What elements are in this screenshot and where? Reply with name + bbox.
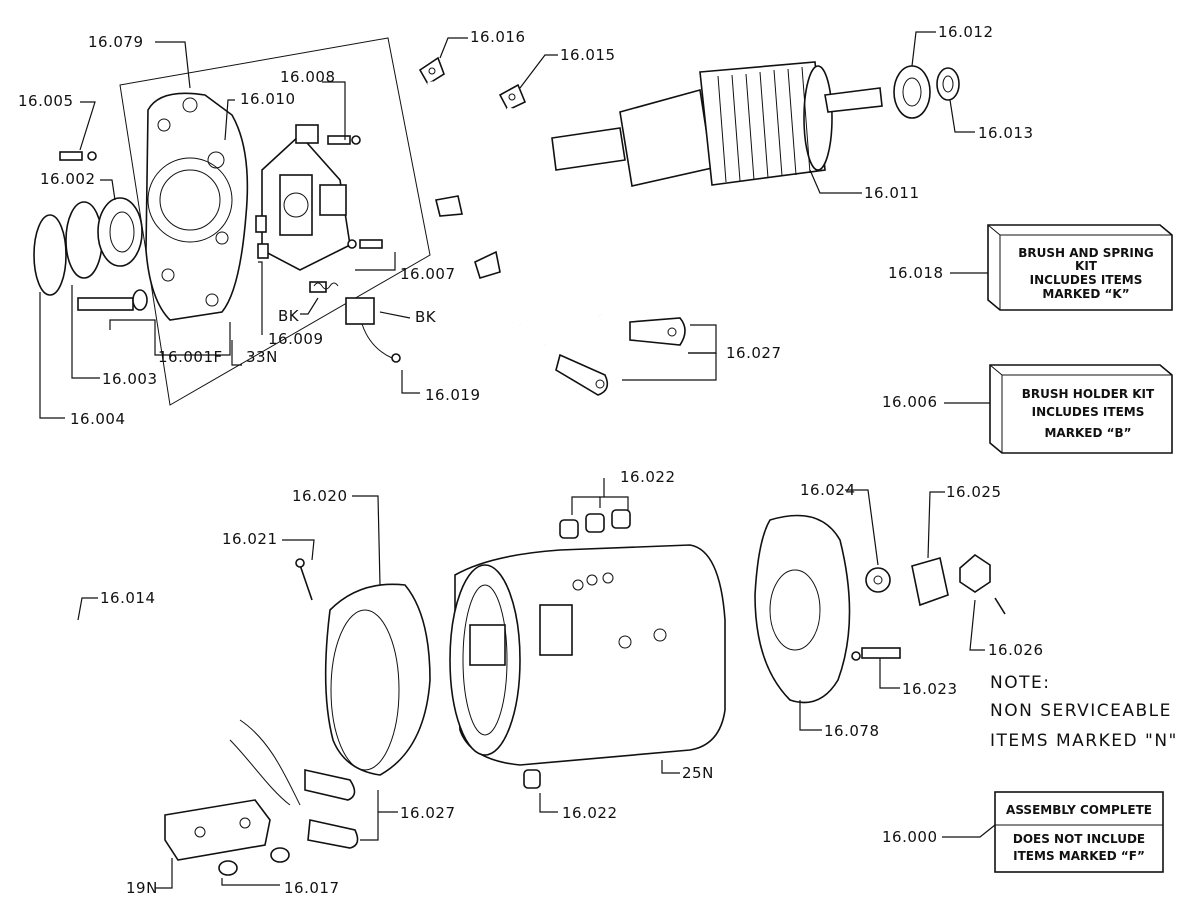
- label-16-079: 16.079: [88, 33, 144, 51]
- brush-spring-kit-box: BRUSH AND SPRING KIT INCLUDES ITEMS MARK…: [987, 224, 1173, 311]
- brush-holder-kit-line-3: MARKED “B”: [1044, 426, 1131, 440]
- label-16-013: 16.013: [978, 124, 1034, 142]
- label-16-019: 16.019: [425, 386, 481, 404]
- label-16-027-lower: 16.027: [400, 804, 456, 822]
- assembly-complete-box: ASSEMBLY COMPLETE DOES NOT INCLUDE ITEMS…: [994, 791, 1164, 873]
- label-16-027-upper: 16.027: [726, 344, 782, 362]
- label-16-014: 16.014: [100, 589, 156, 607]
- assembly-complete-title: ASSEMBLY COMPLETE: [1006, 803, 1152, 817]
- label-16-003: 16.003: [102, 370, 158, 388]
- label-16-002: 16.002: [40, 170, 96, 188]
- label-16-015: 16.015: [560, 46, 616, 64]
- note-heading: NOTE:: [990, 673, 1050, 693]
- label-16-007: 16.007: [400, 265, 456, 283]
- assembly-note-line-1: DOES NOT INCLUDE: [1013, 832, 1145, 846]
- field-coil: [59, 591, 398, 889]
- label-19n: 19N: [126, 879, 158, 897]
- label-16-008: 16.008: [280, 68, 336, 86]
- label-33n: 33N: [246, 348, 278, 366]
- armature: [551, 31, 975, 194]
- brush-holder-kit-line-2: INCLUDES ITEMS: [1032, 405, 1145, 419]
- wire-harness: [418, 37, 717, 396]
- brush-holder-kit-box: BRUSH HOLDER KIT INCLUDES ITEMS MARKED “…: [989, 364, 1173, 454]
- label-16-021: 16.021: [222, 530, 278, 548]
- label-16-024: 16.024: [800, 481, 856, 499]
- label-bk-left: BK: [278, 307, 300, 325]
- label-16-022-upper: 16.022: [620, 468, 676, 486]
- label-16-006: 16.006: [882, 393, 938, 411]
- label-16-018: 16.018: [888, 264, 944, 282]
- note-line-3: ITEMS MARKED "N": [990, 731, 1178, 751]
- label-16-025: 16.025: [946, 483, 1002, 501]
- label-16-000: 16.000: [882, 828, 938, 846]
- label-16-009: 16.009: [268, 330, 324, 348]
- label-16-026: 16.026: [988, 641, 1044, 659]
- assembly-note-line-2: ITEMS MARKED “F”: [1013, 849, 1145, 863]
- label-bk-right: BK: [415, 308, 437, 326]
- label-16-023: 16.023: [902, 680, 958, 698]
- label-16-017: 16.017: [284, 879, 340, 897]
- note-line-2: NON SERVICEABLE: [990, 701, 1172, 721]
- end-head-assembly: [33, 37, 431, 406]
- label-16-011: 16.011: [864, 184, 920, 202]
- brush-spring-kit-line-3: INCLUDES ITEMS: [1030, 273, 1143, 287]
- part-labels: 16.079 16.005 16.010 16.008 16.002 16.00…: [18, 23, 1044, 897]
- brush-spring-kit-line-2: KIT: [1075, 259, 1098, 273]
- leader-lines-upper-left: [39, 41, 420, 419]
- frame-housing: [449, 478, 726, 813]
- label-16-078: 16.078: [824, 722, 880, 740]
- label-16-001f: 16.001F: [158, 348, 223, 366]
- pole-ring: [282, 495, 431, 776]
- label-16-020: 16.020: [292, 487, 348, 505]
- brush-holder-kit-line-1: BRUSH HOLDER KIT: [1022, 387, 1155, 401]
- label-16-012: 16.012: [938, 23, 994, 41]
- label-16-016: 16.016: [470, 28, 526, 46]
- label-16-022-lower: 16.022: [562, 804, 618, 822]
- label-16-004: 16.004: [70, 410, 126, 428]
- label-16-005: 16.005: [18, 92, 74, 110]
- label-16-010: 16.010: [240, 90, 296, 108]
- drive-end-head: [754, 489, 1006, 731]
- brush-spring-kit-line-4: MARKED “K”: [1042, 287, 1129, 301]
- brush-spring-kit-line-1: BRUSH AND SPRING: [1018, 246, 1154, 260]
- label-25n: 25N: [682, 764, 714, 782]
